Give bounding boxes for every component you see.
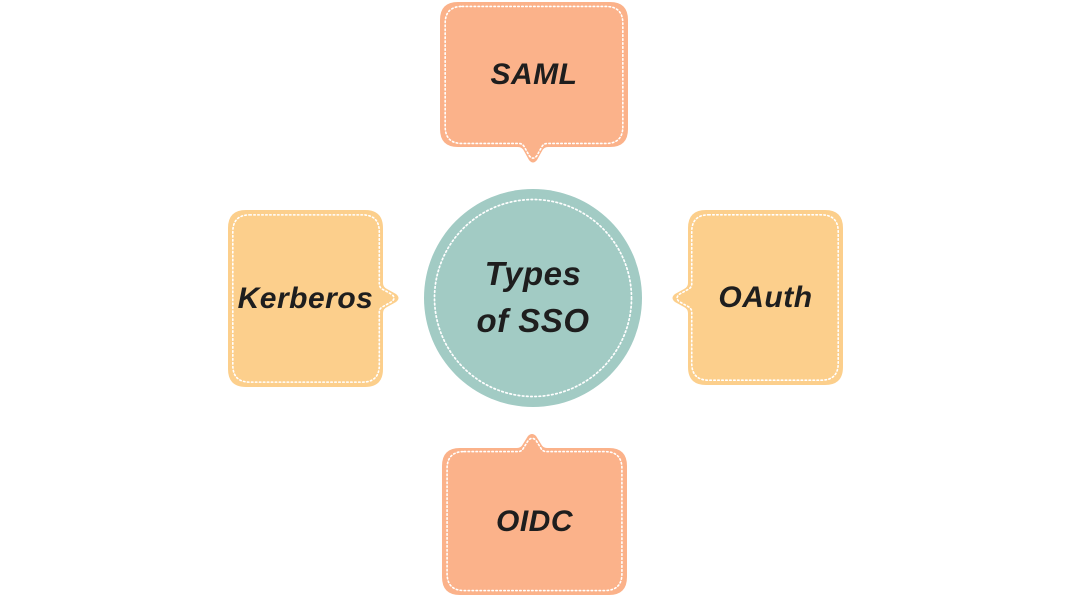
oauth-bubble-shape (672, 210, 843, 385)
kerberos-bubble-shape (228, 210, 399, 387)
diagram-title-line1: Types (484, 255, 582, 293)
diagram-title-line2: of SSO (476, 302, 590, 339)
center-circle-shape (424, 189, 642, 407)
center-circle: Types of SSO (423, 188, 643, 408)
oidc-bubble-shape (442, 434, 627, 595)
node-kerberos-label: Kerberos (237, 281, 374, 315)
node-saml-label: SAML (490, 57, 578, 91)
diagram-title: Types of SSO (423, 188, 643, 408)
saml-bubble-shape (440, 2, 628, 163)
node-oidc: OIDC (442, 432, 627, 595)
node-oauth: OAuth (669, 210, 843, 385)
node-oauth-label: OAuth (718, 280, 813, 314)
node-saml: SAML (440, 2, 628, 164)
node-kerberos: Kerberos (228, 210, 403, 387)
node-oidc-label: OIDC (496, 504, 573, 538)
